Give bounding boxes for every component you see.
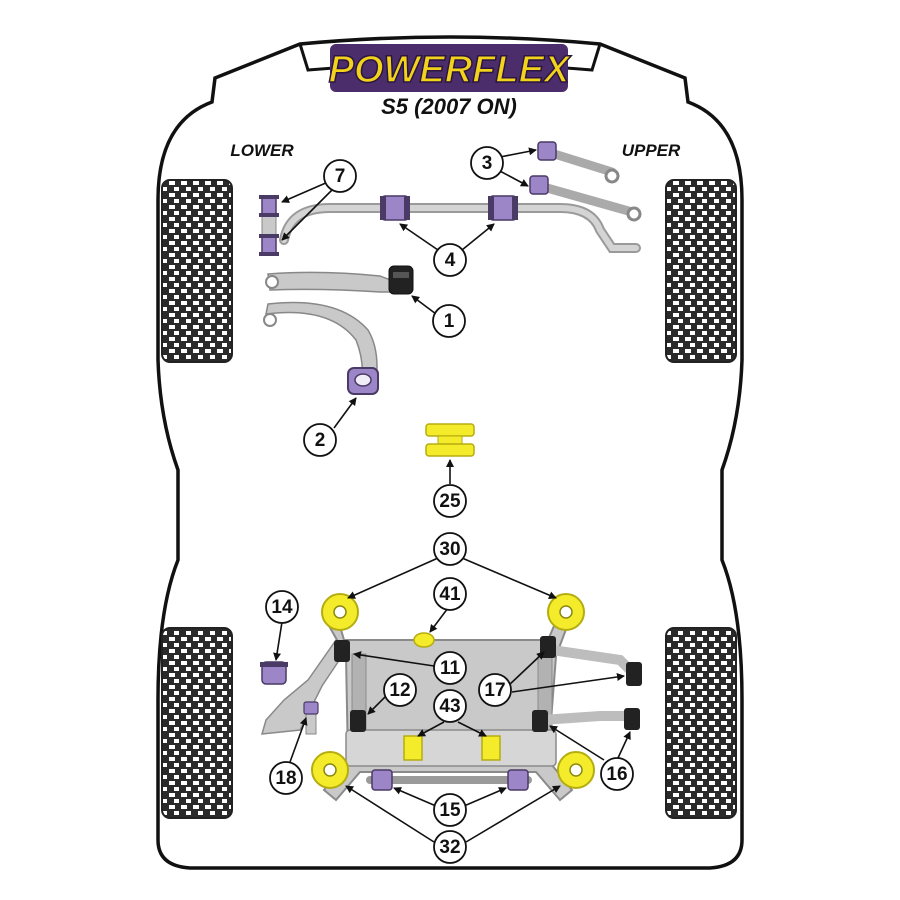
bush-32a — [311, 751, 349, 789]
svg-text:16: 16 — [606, 764, 627, 785]
label-upper: UPPER — [622, 141, 681, 160]
svg-text:7: 7 — [335, 166, 346, 187]
lower-arm-1 — [267, 271, 397, 293]
callout-25: 25 — [433, 484, 467, 518]
callout-2: 2 — [303, 423, 337, 457]
callout-30: 30 — [433, 532, 467, 566]
label-lower: LOWER — [230, 141, 294, 160]
svg-text:3: 3 — [482, 153, 493, 174]
svg-text:14: 14 — [271, 597, 293, 618]
upper-arm-2 — [535, 181, 637, 217]
bush-14 — [260, 661, 288, 685]
callout-16: 16 — [600, 757, 634, 791]
gearbox-mount-25 — [425, 423, 475, 457]
svg-text:41: 41 — [439, 584, 461, 605]
bush-11b — [540, 636, 556, 658]
bush-32b — [557, 751, 595, 789]
bush-7a — [259, 195, 279, 217]
bush-30b — [547, 593, 585, 631]
callout-14: 14 — [265, 590, 299, 624]
bush-30a — [321, 593, 359, 631]
powerflex-logo: POWERFLEX — [328, 44, 573, 92]
svg-text:43: 43 — [439, 696, 460, 717]
callout-17: 17 — [478, 673, 512, 707]
bush-16b — [624, 708, 640, 730]
bush-3a — [537, 141, 557, 161]
svg-text:1: 1 — [444, 311, 455, 332]
bush-43a — [403, 735, 423, 761]
bush-16a — [532, 710, 548, 732]
bush-41 — [413, 632, 435, 648]
bush-17 — [626, 662, 642, 686]
bush-7b — [259, 234, 279, 256]
callout-32: 32 — [433, 830, 467, 864]
leader-lines — [273, 147, 631, 843]
svg-text:4: 4 — [445, 250, 456, 271]
bush-15a — [371, 769, 393, 791]
callout-43: 43 — [433, 689, 467, 723]
bush-4a — [380, 195, 410, 221]
bush-1 — [388, 265, 414, 295]
svg-text:11: 11 — [440, 658, 461, 679]
bush-43b — [481, 735, 501, 761]
svg-text:32: 32 — [439, 837, 460, 858]
rear-lower-arm — [537, 711, 633, 725]
callout-7: 7 — [323, 159, 357, 193]
callout-15: 15 — [433, 793, 467, 827]
rear-left-tyre — [161, 627, 233, 819]
callout-4: 4 — [433, 243, 467, 277]
callout-12: 12 — [383, 673, 417, 707]
callout-11: 11 — [433, 651, 467, 685]
svg-text:15: 15 — [439, 800, 461, 821]
callout-18: 18 — [269, 761, 303, 795]
rear-right-tyre — [665, 627, 737, 819]
callout-1: 1 — [432, 304, 466, 338]
logo-text: POWERFLEX — [329, 49, 572, 91]
rear-crossmember — [345, 729, 557, 767]
bush-4b — [488, 195, 518, 221]
callout-3: 3 — [470, 146, 504, 180]
svg-text:30: 30 — [439, 539, 460, 560]
bush-11a — [334, 640, 350, 662]
bush-2 — [347, 367, 379, 395]
bush-3b — [529, 175, 549, 195]
front-right-tyre — [665, 179, 737, 363]
svg-text:18: 18 — [275, 768, 296, 789]
callout-41: 41 — [433, 577, 467, 611]
svg-text:2: 2 — [315, 430, 326, 451]
upper-arm-1 — [543, 147, 617, 177]
bush-12 — [350, 710, 366, 732]
svg-text:17: 17 — [484, 680, 505, 701]
bush-15b — [507, 769, 529, 791]
svg-text:12: 12 — [389, 680, 410, 701]
bush-18 — [303, 701, 319, 715]
front-left-tyre — [161, 179, 233, 363]
diagram-title: S5 (2007 ON) — [381, 94, 517, 119]
svg-text:25: 25 — [439, 491, 461, 512]
